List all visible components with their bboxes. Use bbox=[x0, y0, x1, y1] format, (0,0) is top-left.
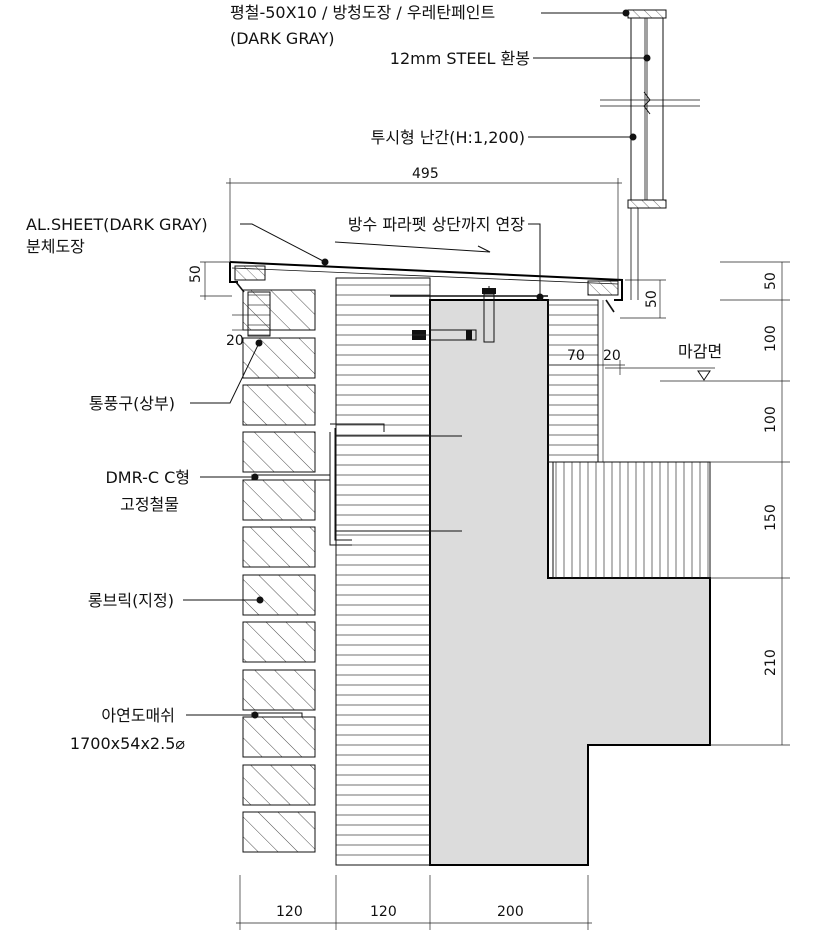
vent-block bbox=[247, 291, 271, 337]
brick-cladding bbox=[242, 289, 316, 853]
dim-70: 70 bbox=[567, 348, 585, 364]
dim-right-100a: 100 bbox=[763, 325, 779, 352]
dim-top-495: 495 bbox=[412, 166, 439, 182]
wire-label-2: 1700x54x2.5⌀ bbox=[70, 734, 185, 753]
dim-right-210: 210 bbox=[763, 649, 779, 676]
flat-bar-label: 평철-50X10 / 방청도장 / 우레탄페인트 bbox=[230, 3, 495, 22]
dimension-lines bbox=[200, 178, 790, 930]
wire-mesh bbox=[251, 712, 303, 718]
dim-right-100b: 100 bbox=[763, 406, 779, 433]
dim-inner-50: 50 bbox=[644, 290, 660, 308]
dmr-label: DMR-C C형 bbox=[105, 468, 190, 487]
vent-label: 통풍구(상부) bbox=[89, 394, 175, 413]
slope-arrow bbox=[334, 241, 491, 253]
finish-label: 마감면 bbox=[678, 342, 722, 361]
al-sheet-label: AL.SHEET(DARK GRAY) bbox=[26, 215, 208, 234]
al-sheet-label-2: 분체도장 bbox=[26, 237, 85, 256]
dim-bottom-200: 200 bbox=[497, 904, 524, 920]
brick-label: 롱브릭(지정) bbox=[88, 591, 174, 610]
dim-20: 20 bbox=[603, 348, 621, 364]
anchor-bolt bbox=[482, 286, 496, 343]
flat-bar-color-label: (DARK GRAY) bbox=[230, 29, 335, 48]
dim-left-20: 20 bbox=[226, 333, 244, 349]
dim-left-50: 50 bbox=[188, 265, 204, 283]
leader-lines bbox=[183, 9, 651, 719]
dim-bottom-120a: 120 bbox=[276, 904, 303, 920]
dim-bottom-120b: 120 bbox=[370, 904, 397, 920]
wire-label: 아연도매쉬 bbox=[101, 706, 175, 725]
railing-label: 투시형 난간(H:1,200) bbox=[371, 128, 525, 147]
dmr-label-2: 고정철물 bbox=[120, 495, 179, 514]
railing bbox=[600, 9, 700, 300]
waterproof-label: 방수 파라펫 상단까지 연장 bbox=[348, 215, 525, 234]
steel-rod-label: 12mm STEEL 환봉 bbox=[390, 49, 530, 68]
roof-insulation bbox=[552, 461, 711, 579]
dim-right-50: 50 bbox=[763, 272, 779, 290]
insulation-top bbox=[547, 299, 599, 463]
insulation-layer bbox=[335, 277, 431, 866]
dim-right-150: 150 bbox=[763, 504, 779, 531]
al-sheet-coping bbox=[229, 261, 623, 313]
dmr-c-clip bbox=[251, 423, 462, 546]
